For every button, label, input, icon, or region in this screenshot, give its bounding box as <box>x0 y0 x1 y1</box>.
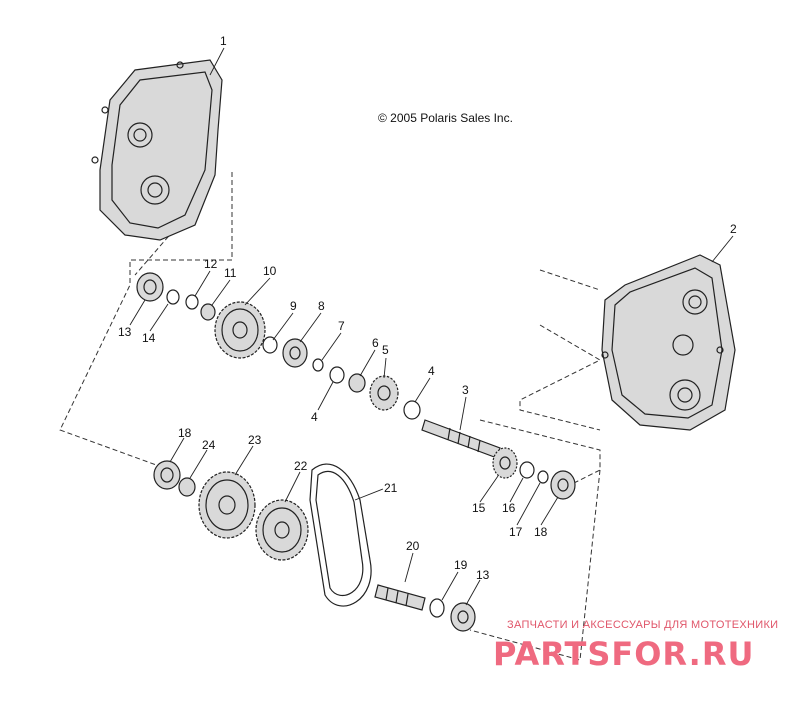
ring-16 <box>519 461 535 479</box>
ring-17 <box>537 470 549 484</box>
watermark-tagline: ЗАПЧАСТИ И АКСЕССУАРЫ ДЛЯ МОТОТЕХНИКИ <box>507 619 778 631</box>
label-12: 12 <box>204 257 218 271</box>
ring-4-left <box>329 366 345 384</box>
label-18-left: 18 <box>178 426 192 440</box>
label-6: 6 <box>372 336 379 350</box>
chain-21 <box>309 463 372 607</box>
label-7: 7 <box>338 319 345 333</box>
label-4-right: 4 <box>428 364 435 378</box>
callout-labels: 1 2 3 4 4 5 6 7 8 9 10 11 12 13 13 14 15… <box>118 34 737 582</box>
label-11: 11 <box>224 266 237 280</box>
label-18-right: 18 <box>534 525 548 539</box>
bearing-18-left <box>153 460 181 490</box>
gear-5 <box>369 375 399 411</box>
label-16: 16 <box>502 501 516 515</box>
gear-15 <box>492 447 518 479</box>
ring-4-right <box>403 400 421 420</box>
label-23: 23 <box>248 433 262 447</box>
ring-14 <box>166 289 180 305</box>
sprocket-23 <box>198 471 256 539</box>
copyright-text: © 2005 Polaris Sales Inc. <box>378 111 513 125</box>
label-2: 2 <box>730 222 737 236</box>
label-5: 5 <box>382 343 389 357</box>
label-17: 17 <box>509 525 523 539</box>
label-20: 20 <box>406 539 420 553</box>
left-gearcase-housing <box>91 59 223 241</box>
label-13-upper: 13 <box>118 325 132 339</box>
washer-12 <box>185 294 199 310</box>
washer-24 <box>178 477 196 497</box>
label-3: 3 <box>462 383 469 397</box>
bearing-8 <box>282 338 308 368</box>
right-gearcase-housing <box>601 254 736 431</box>
shaft-20 <box>374 584 426 611</box>
label-14: 14 <box>142 331 156 345</box>
bearing-13-upper <box>136 272 164 302</box>
label-13-lower: 13 <box>476 568 490 582</box>
leader-lines <box>129 47 734 606</box>
ring-9 <box>262 336 278 354</box>
watermark-brand: PARTSFOR.RU <box>493 635 754 673</box>
label-21: 21 <box>384 481 398 495</box>
label-8: 8 <box>318 299 325 313</box>
bearing-13-lower <box>450 602 476 632</box>
label-1: 1 <box>220 34 227 48</box>
label-15: 15 <box>472 501 486 515</box>
ring-7 <box>312 358 324 372</box>
label-22: 22 <box>294 459 308 473</box>
washer-6 <box>348 373 366 393</box>
sprocket-22 <box>255 499 309 561</box>
label-19: 19 <box>454 558 468 572</box>
washer-11 <box>200 303 216 321</box>
watermark: ЗАПЧАСТИ И АКСЕССУАРЫ ДЛЯ МОТОТЕХНИКИ PA… <box>493 619 778 673</box>
label-4-left: 4 <box>311 410 318 424</box>
label-10: 10 <box>263 264 277 278</box>
label-24: 24 <box>202 438 216 452</box>
label-9: 9 <box>290 299 297 313</box>
gear-10 <box>214 301 266 359</box>
bearing-18-right <box>550 470 576 500</box>
ring-19 <box>429 598 445 618</box>
